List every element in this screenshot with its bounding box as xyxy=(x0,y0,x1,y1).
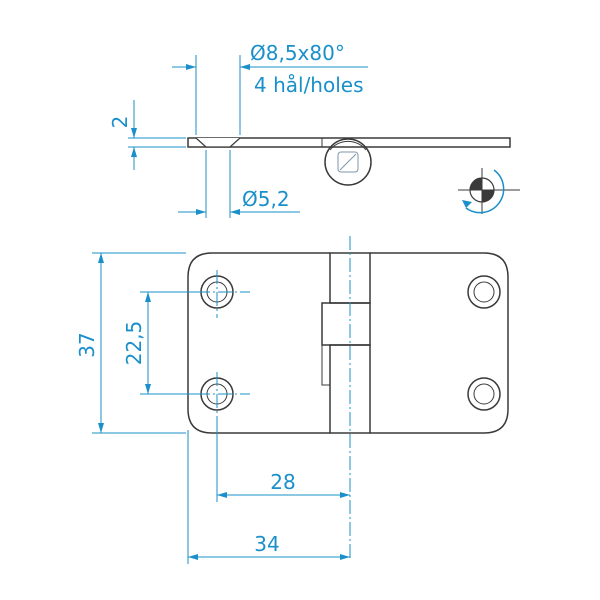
hole-spacing-horizontal-label: 28 xyxy=(270,470,295,494)
left-leaf xyxy=(187,252,330,434)
holes-note-label: 4 hål/holes xyxy=(254,73,364,97)
hole-top-right xyxy=(467,275,501,309)
height-dimension: 37 xyxy=(75,252,186,434)
thickness-dimension: 2 xyxy=(108,100,186,170)
rotate-arrow-icon xyxy=(462,169,505,214)
height-label: 37 xyxy=(75,332,99,357)
hole-bottom-right xyxy=(467,377,501,411)
countersink-spec-label: Ø8,5x80° xyxy=(250,41,345,65)
hole-diameter-label: Ø5,2 xyxy=(242,187,290,211)
knuckle-middle xyxy=(321,302,371,346)
side-view xyxy=(187,137,511,186)
width-to-pin-label: 34 xyxy=(254,532,279,556)
countersink-profile xyxy=(195,137,241,148)
right-leaf xyxy=(370,252,509,434)
hole-spacing-vertical-label: 22,5 xyxy=(122,321,146,366)
front-view xyxy=(187,236,509,560)
thickness-label: 2 xyxy=(108,116,132,129)
first-angle-projection-icon xyxy=(458,168,520,214)
side-plate xyxy=(187,137,511,148)
hole-spacing-vertical-dimension: 22,5 xyxy=(122,291,200,395)
knuckle-bottom xyxy=(329,344,371,434)
width-to-pin-dimension: 34 xyxy=(187,430,350,564)
side-knuckle xyxy=(324,138,372,186)
hole-spacing-horizontal-dimension: 28 xyxy=(216,420,350,502)
countersink-dimension: Ø8,5x80° 4 hål/holes xyxy=(172,41,368,135)
hole-diameter-dimension: Ø5,2 xyxy=(178,150,300,218)
